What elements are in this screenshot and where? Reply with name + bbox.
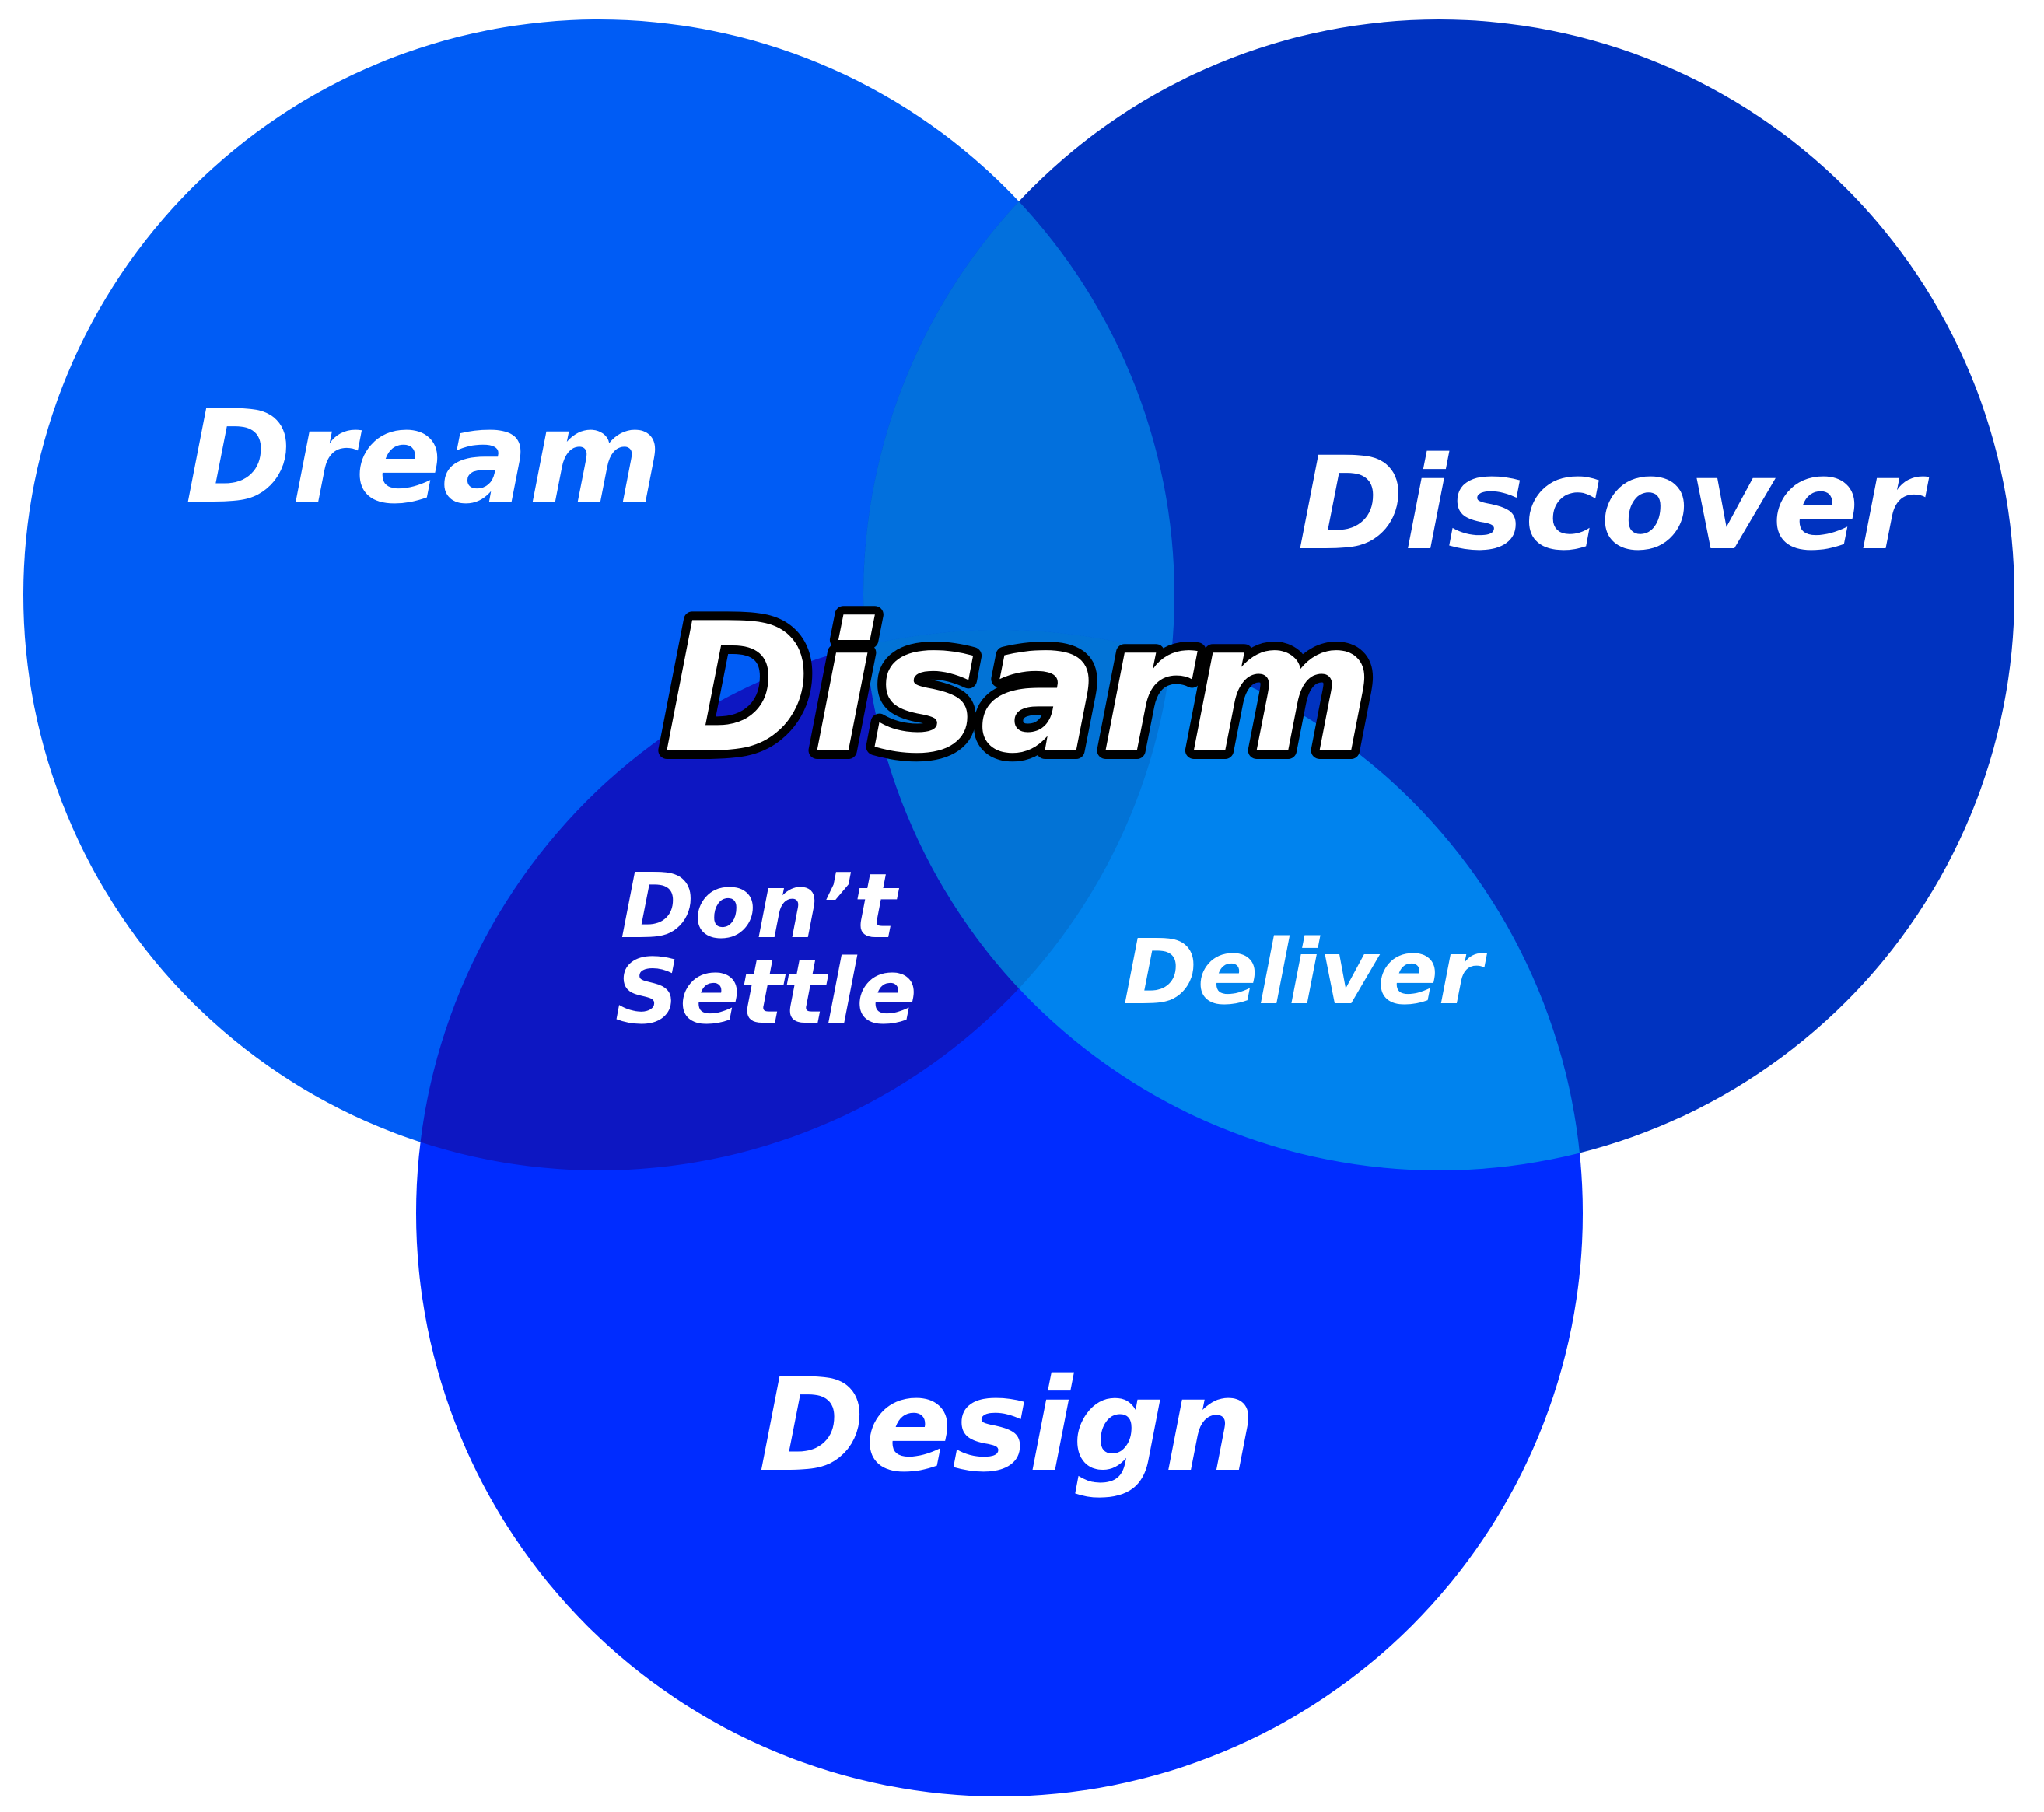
label-dont: Don’t — [621, 855, 900, 959]
overlap-dream-design — [416, 630, 1174, 1170]
label-discover: Discover — [1297, 429, 1929, 579]
overlap-discover-design — [863, 630, 1583, 1170]
label-disarm: Disarm — [663, 586, 1375, 793]
label-design: Design — [758, 1351, 1255, 1500]
label-deliver: Deliver — [1123, 921, 1487, 1025]
label-dream: Dream — [185, 383, 663, 532]
label-settle: Settle — [615, 940, 917, 1044]
